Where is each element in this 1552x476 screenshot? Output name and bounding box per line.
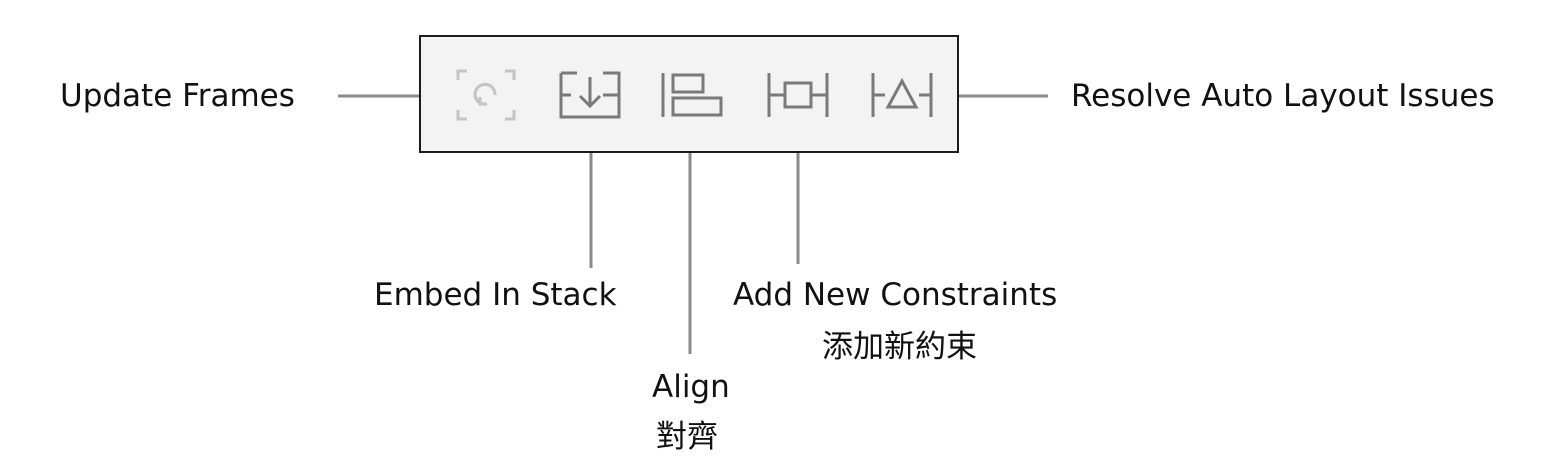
label-update-frames: Update Frames bbox=[60, 78, 295, 114]
update-frames-icon[interactable] bbox=[455, 68, 517, 122]
add-new-constraints-icon[interactable] bbox=[765, 71, 831, 119]
embed-in-stack-icon[interactable] bbox=[559, 71, 621, 119]
label-align: Align bbox=[652, 369, 730, 405]
label-embed-in-stack: Embed In Stack bbox=[374, 277, 617, 313]
label-add-new-constraints-zh: 添加新約束 bbox=[822, 329, 977, 365]
align-icon[interactable] bbox=[659, 71, 725, 119]
label-add-new-constraints: Add New Constraints bbox=[733, 277, 1058, 313]
auto-layout-toolbar bbox=[419, 35, 959, 153]
resolve-auto-layout-issues-icon[interactable] bbox=[869, 71, 935, 119]
label-resolve-auto-layout-issues: Resolve Auto Layout Issues bbox=[1071, 78, 1495, 114]
label-align-zh: 對齊 bbox=[656, 419, 718, 455]
